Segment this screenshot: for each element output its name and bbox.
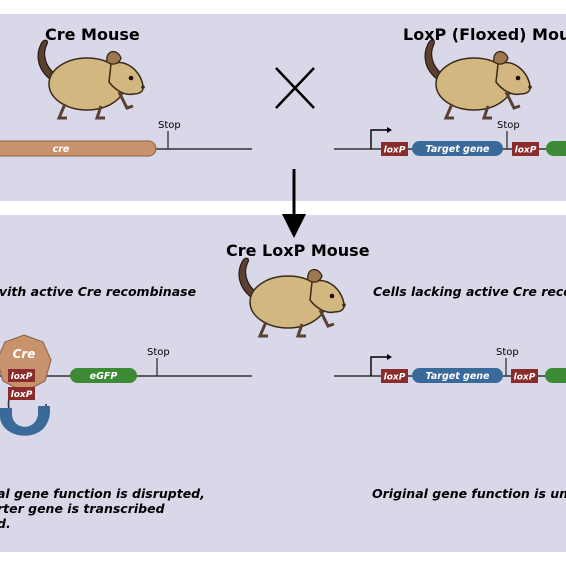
bottom-title: Cre LoxP Mouse [226, 241, 370, 260]
bottom-panel [0, 215, 566, 552]
stop-label: Stop [147, 347, 170, 358]
left-caption: vith active Cre recombinase [0, 284, 196, 299]
egfp-gene [70, 368, 137, 383]
egfp-gene [545, 368, 566, 383]
loxp-label: loxP [11, 372, 33, 382]
loxp-mouse-title: LoxP (Floxed) Mous [403, 25, 566, 44]
loxp-label: loxP [384, 373, 406, 383]
left-outcome-line-1: al gene function is disrupted, [0, 486, 205, 501]
loxp-label: loxP [515, 146, 537, 156]
loxp-label: loxP [514, 373, 536, 383]
right-caption: Cells lacking active Cre reco [373, 284, 566, 299]
right-outcome: Original gene function is unt [372, 486, 566, 501]
target-gene [412, 368, 503, 383]
egfp-gene [546, 141, 566, 156]
loxp-site [512, 142, 539, 156]
loxp-site [511, 369, 538, 383]
cre-mouse-title: Cre Mouse [45, 25, 140, 44]
target-gene-label: Target gene [426, 144, 491, 155]
cre-label: Cre [13, 347, 36, 361]
target-gene-label: Target gene [426, 371, 491, 382]
loxp-site [8, 387, 35, 400]
loxp-site [8, 369, 35, 382]
loxp-site [381, 142, 408, 156]
promoter-arrow-icon [370, 356, 387, 376]
left-outcome-line-2: rter gene is transcribed [0, 501, 166, 516]
egfp-label: eGFP [90, 371, 118, 382]
promoter-arrow-icon [370, 129, 387, 149]
excised-target-gene [0, 406, 50, 436]
stop-label: Stop [496, 347, 519, 358]
stop-label: Stop [158, 120, 181, 131]
cre-gene [0, 140, 157, 157]
promoter-arrow-head [387, 127, 392, 133]
stop-label: Stop [497, 120, 520, 131]
left-outcome-line-3: d. [0, 516, 11, 531]
loxp-label: loxP [384, 146, 406, 156]
loxp-label: loxP [11, 390, 33, 400]
cross-icon [275, 67, 315, 109]
promoter-arrow-head [387, 354, 392, 360]
loxp-site [381, 369, 408, 383]
target-gene [412, 141, 503, 156]
cre-gene-label: cre [53, 144, 70, 155]
